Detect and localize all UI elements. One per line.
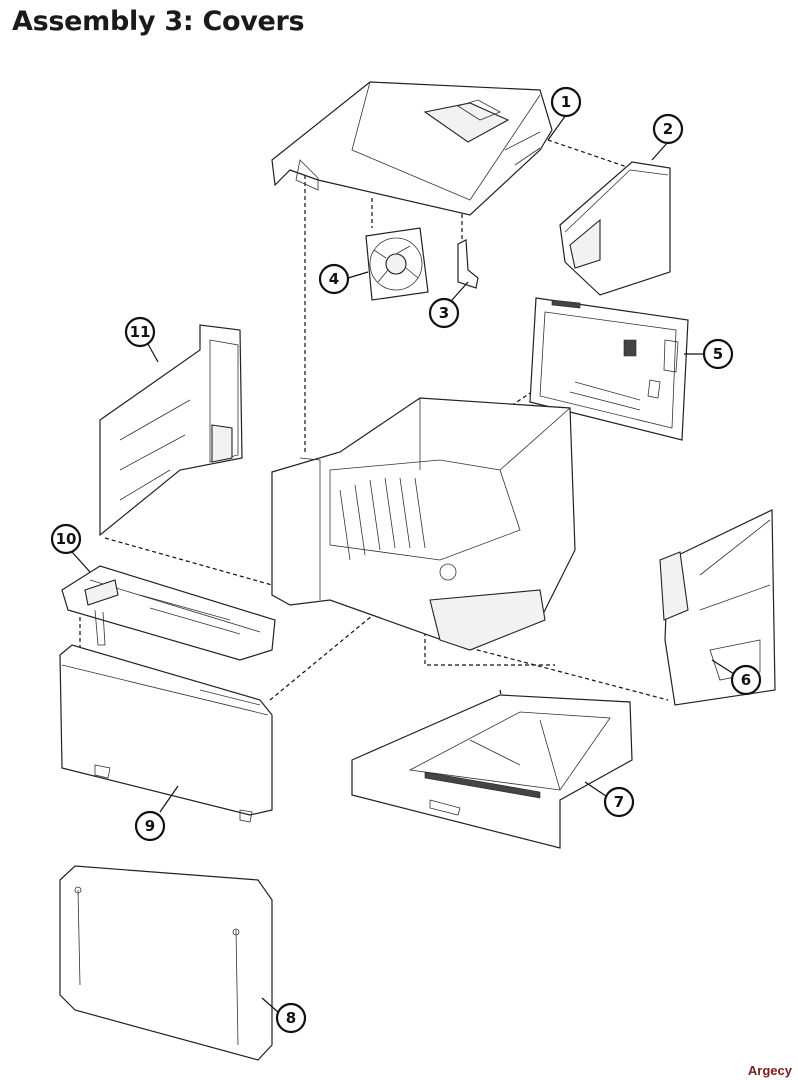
paper-tray-part xyxy=(351,694,633,849)
top-cover-part xyxy=(271,81,553,216)
callout-1-label: 1 xyxy=(561,93,571,111)
front-cover-part xyxy=(59,644,273,823)
callout-11-label: 11 xyxy=(130,323,151,341)
page-title: Assembly 3: Covers xyxy=(12,6,305,37)
callout-leaders xyxy=(71,114,735,1013)
rear-shield-part xyxy=(529,297,689,441)
right-side-cover-part xyxy=(659,509,776,706)
callout-3: 3 xyxy=(428,297,460,329)
callout-7: 7 xyxy=(603,786,635,818)
callout-5-label: 5 xyxy=(713,345,723,363)
bracket-part xyxy=(457,239,479,289)
main-frame xyxy=(271,397,576,651)
fan-part xyxy=(365,227,429,301)
callout-8-label: 8 xyxy=(286,1009,296,1027)
brand-watermark: Argecy xyxy=(747,1063,792,1078)
callout-9: 9 xyxy=(134,810,166,842)
callout-9-label: 9 xyxy=(145,817,155,835)
callout-2: 2 xyxy=(652,113,684,145)
callout-4-label: 4 xyxy=(329,270,339,288)
right-top-cover-part xyxy=(559,161,671,296)
callout-1: 1 xyxy=(550,86,582,118)
inner-front-cover-part xyxy=(61,565,276,661)
callout-10: 10 xyxy=(50,523,82,555)
assembly-guide-lines xyxy=(79,139,669,736)
callout-10-label: 10 xyxy=(56,530,77,548)
callout-6: 6 xyxy=(730,664,762,696)
callout-11: 11 xyxy=(124,316,156,348)
callout-6-label: 6 xyxy=(741,671,751,689)
callout-5: 5 xyxy=(702,338,734,370)
callout-7-label: 7 xyxy=(614,793,624,811)
callout-4: 4 xyxy=(318,263,350,295)
callout-2-label: 2 xyxy=(663,120,673,138)
bottom-plate-part xyxy=(59,865,273,1061)
callout-8: 8 xyxy=(275,1002,307,1034)
callout-3-label: 3 xyxy=(439,304,449,322)
left-side-cover-part xyxy=(99,324,243,537)
